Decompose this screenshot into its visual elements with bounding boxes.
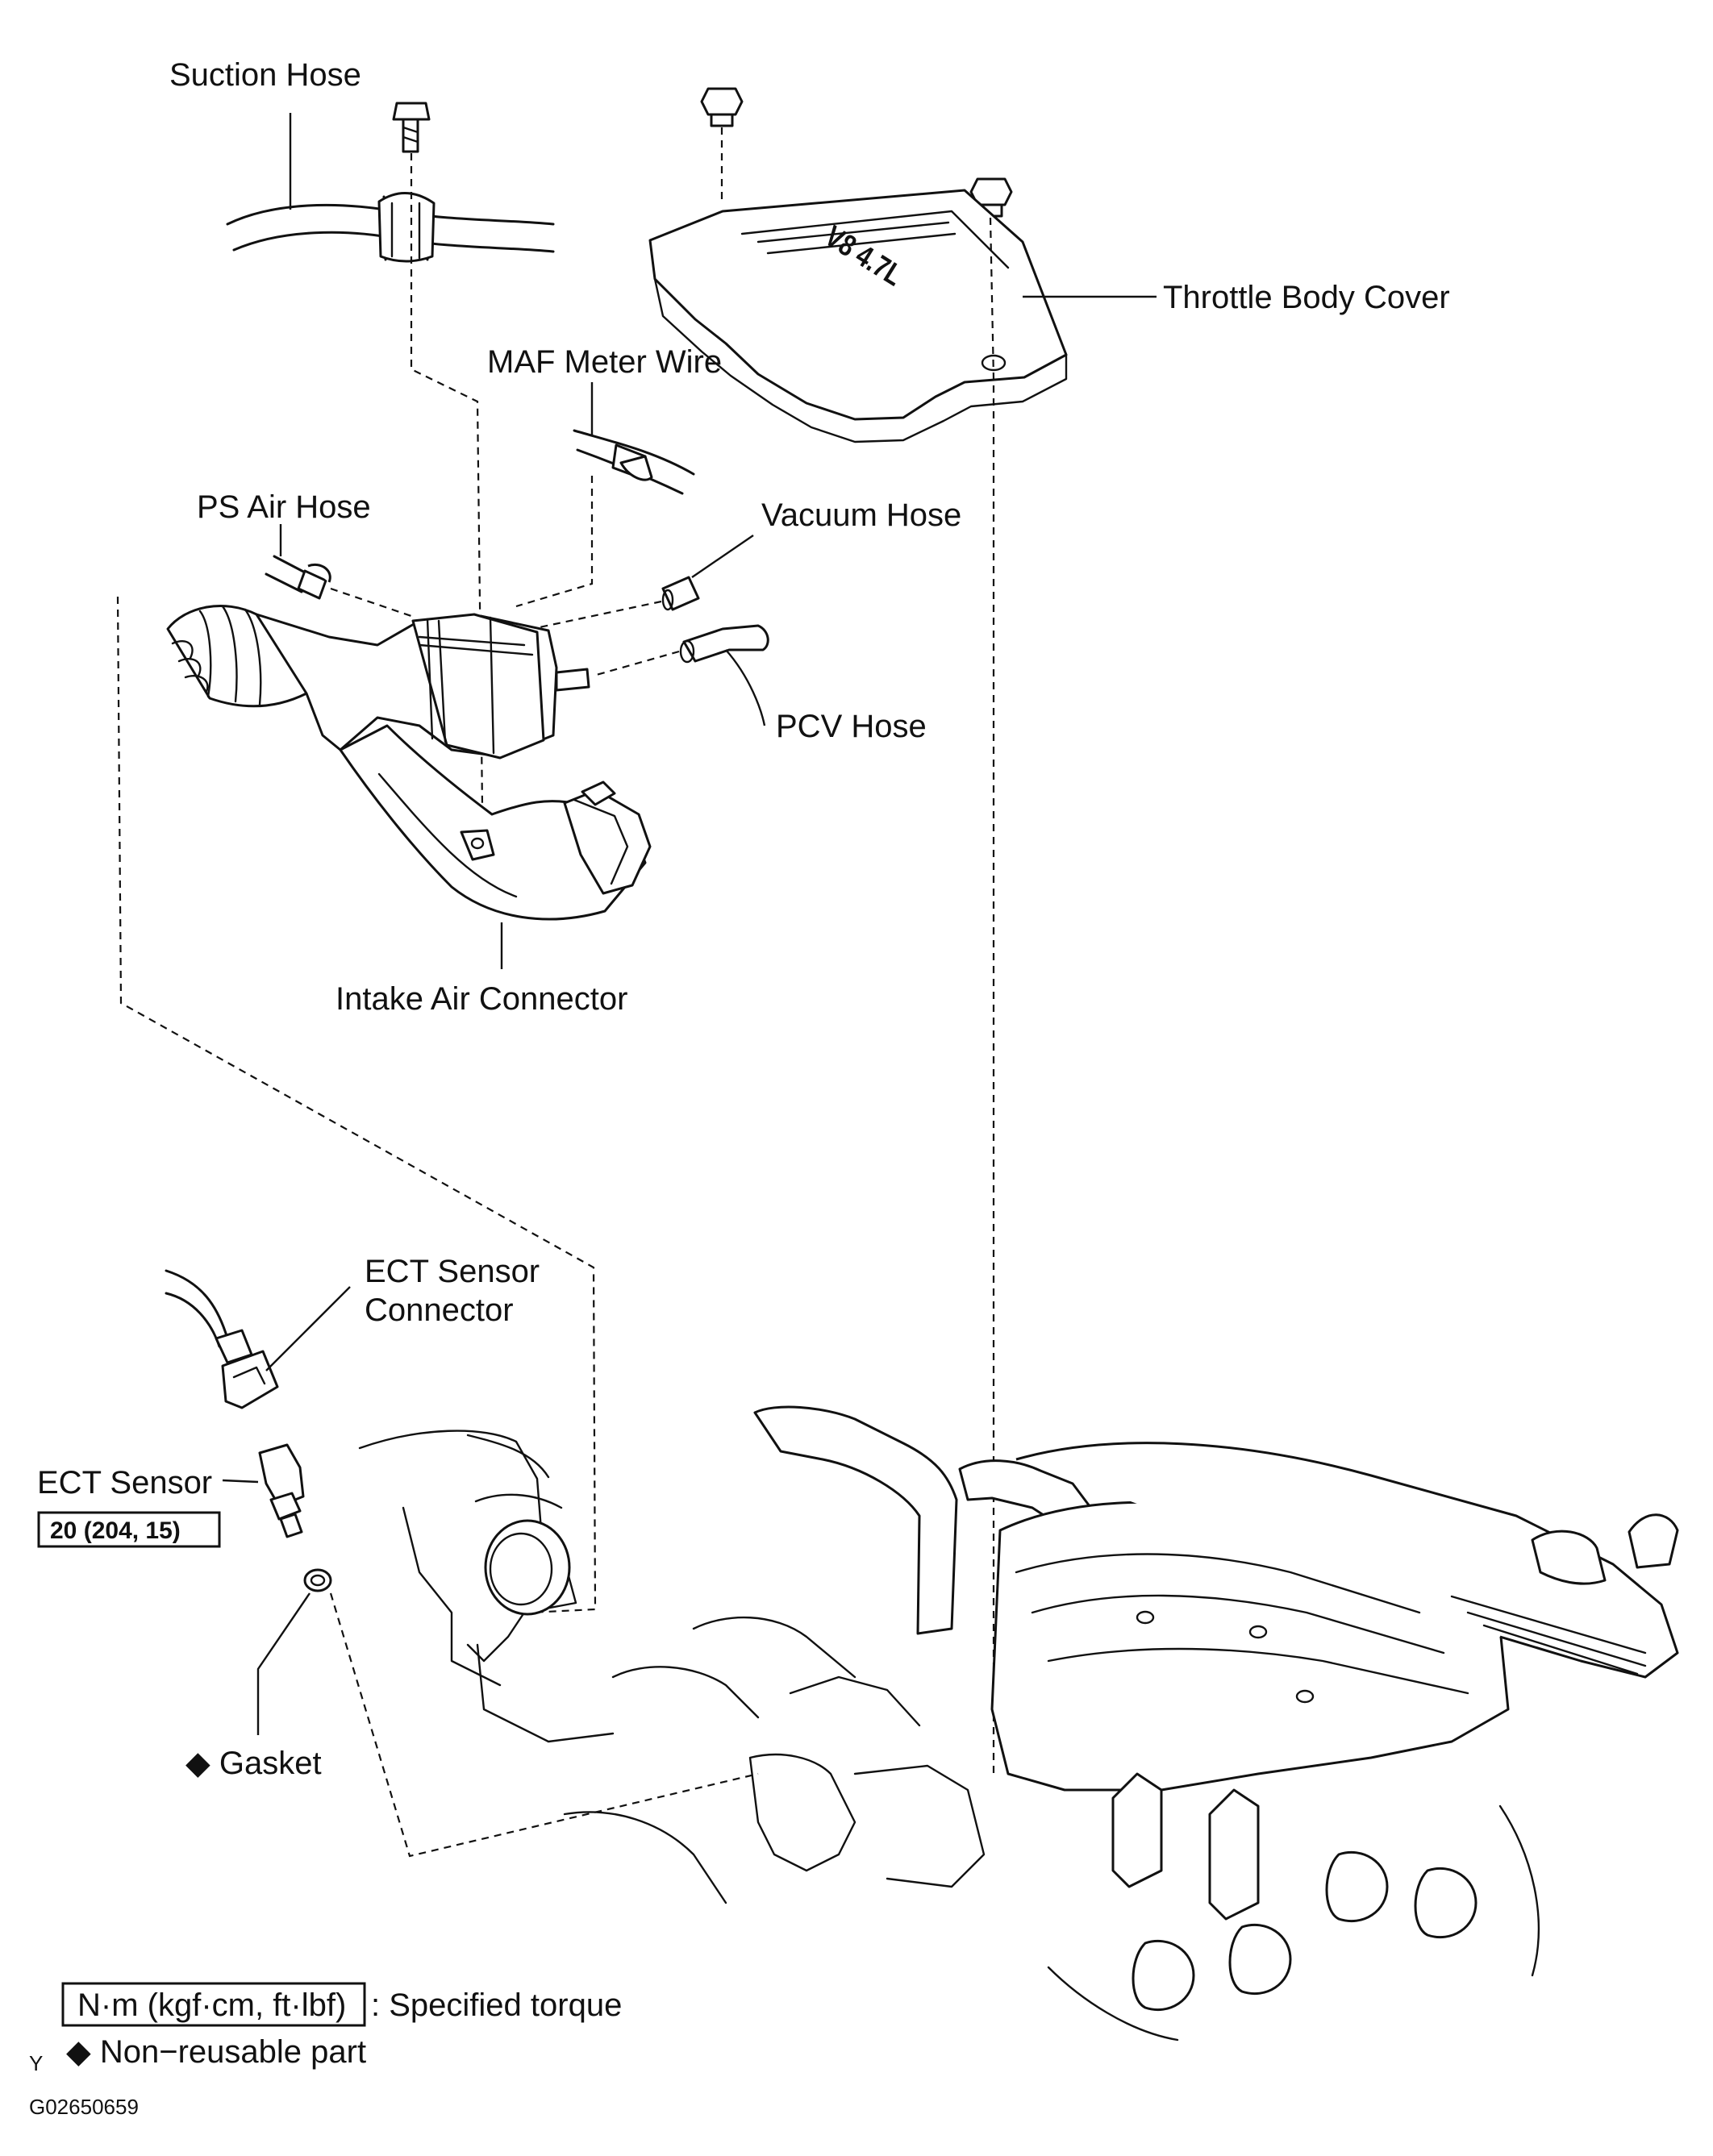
ect-sensor-connector-label-line1: ECT Sensor <box>365 1254 540 1289</box>
pcv-hose-label: PCV Hose <box>776 709 927 744</box>
torque-spec-box <box>37 1511 221 1548</box>
corner-letter: Y <box>29 2051 43 2075</box>
gasket-label: ◆ Gasket <box>185 1746 322 1781</box>
vacuum-hose-label: Vacuum Hose <box>761 497 961 533</box>
legend-torque-units: N·m (kgf·cm, ft·lbf) <box>77 1987 346 2023</box>
throttle-body-cover-label: Throttle Body Cover <box>1163 280 1450 315</box>
maf-meter-wire: MAF Meter Wire <box>487 344 722 608</box>
legend: N·m (kgf·cm, ft·lbf) : Specified torque … <box>61 1982 622 2070</box>
maf-meter-wire-label: MAF Meter Wire <box>487 344 722 380</box>
figure-id: G02650659 <box>29 2095 139 2119</box>
suction-hose: Suction Hose <box>169 57 555 263</box>
vacuum-hose: Vacuum Hose <box>523 497 961 632</box>
ect-sensor-label: ECT Sensor <box>37 1465 212 1500</box>
nut-icon <box>700 87 744 127</box>
throttle-body-cover: V8 4.7L Throttle Body Cover <box>648 189 1450 443</box>
pcv-hose: PCV Hose <box>593 624 927 744</box>
legend-nonreusable: ◆ Non−reusable part <box>66 2034 366 2070</box>
ect-sensor-torque: 20 (204, 15) <box>50 1517 181 1544</box>
suction-hose-label: Suction Hose <box>169 57 361 93</box>
intake-air-connector-label: Intake Air Connector <box>336 981 627 1017</box>
ect-sensor-connector-label-line2: Connector <box>365 1292 514 1328</box>
engine-illustration <box>358 1405 1679 2042</box>
bolt-icon <box>392 102 431 153</box>
ps-air-hose-label: PS Air Hose <box>197 489 371 525</box>
ect-sensor-connector: ECT Sensor Connector <box>165 1254 540 1409</box>
ps-air-hose: PS Air Hose <box>197 489 412 618</box>
intake-air-connector: Intake Air Connector <box>166 605 652 1017</box>
legend-torque-box <box>61 1982 366 2027</box>
legend-torque-description: : Specified torque <box>371 1987 622 2023</box>
gasket: ◆ Gasket <box>185 1568 759 1858</box>
ect-sensor: ECT Sensor 20 (204, 15) <box>37 1443 305 1548</box>
